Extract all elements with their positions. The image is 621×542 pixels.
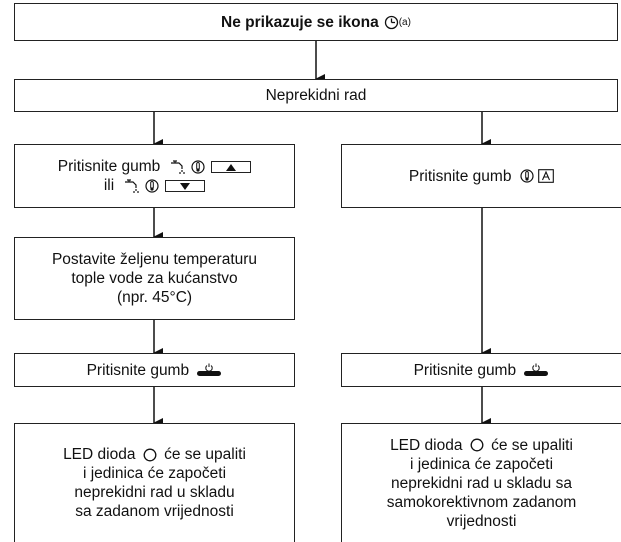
led-will-light-label: će se upaliti [164,446,246,463]
clock-icon [384,15,398,29]
result-line-3: neprekidni rad u skladu [74,484,235,501]
top-condition-text: Ne prikazuje se ikona [221,13,379,31]
or-label: ili [103,177,115,194]
result-line-5: vrijednosti [446,512,517,530]
top-condition-box: Ne prikazuje se ikona (a) [14,3,618,41]
power-button-icon [524,363,549,377]
thermometer-icon [520,169,534,184]
press-button-label: Pritisnite gumb [413,361,517,379]
led-label: LED dioda [63,446,136,463]
press-button-label: Pritisnite gumb [408,167,512,185]
led-label: LED dioda [390,436,463,454]
press-button-label: Pritisnite gumb [86,361,190,379]
tap-water-icon [124,179,139,193]
auto-icon [538,169,554,184]
result-box-right: LED dioda će se upaliti i jedinica će za… [341,423,621,542]
thermometer-icon [191,160,205,174]
up-button-icon [211,160,252,173]
press-power-box-left: Pritisnite gumb [14,353,295,387]
result-line-2: i jedinica će započeti [82,465,227,482]
set-temp-line-1: Postavite željenu temperaturu [51,251,258,268]
set-temp-line-2: tople vode za kućanstvo [71,270,238,287]
result-line-3: neprekidni rad u skladu sa [391,474,572,492]
continuous-operation-label: Neprekidni rad [265,87,367,104]
result-line-2: i jedinica će započeti [409,455,554,473]
power-button-icon [197,363,222,377]
press-auto-box: Pritisnite gumb [341,144,621,208]
tap-water-icon [170,160,185,174]
result-line-4: sa zadanom vrijednosti [75,503,234,520]
led-circle-icon [470,438,484,452]
result-line-4: samokorektivnom zadanom [386,493,577,511]
footnote-marker: (a) [398,16,411,28]
press-up-down-box: Pritisnite gumb ili [14,144,295,208]
led-will-light-label: će se upaliti [491,436,573,454]
down-button-icon [165,179,206,192]
result-box-left: LED dioda će se upaliti i jedinica će za… [14,423,295,542]
led-circle-icon [143,448,157,462]
continuous-operation-box: Neprekidni rad [14,79,618,112]
set-temp-line-3: (npr. 45°C) [116,289,193,306]
set-temperature-box: Postavite željenu temperaturu tople vode… [14,237,295,320]
thermometer-icon [145,179,159,193]
press-power-box-right: Pritisnite gumb [341,353,621,387]
press-button-label: Pritisnite gumb [57,158,161,175]
